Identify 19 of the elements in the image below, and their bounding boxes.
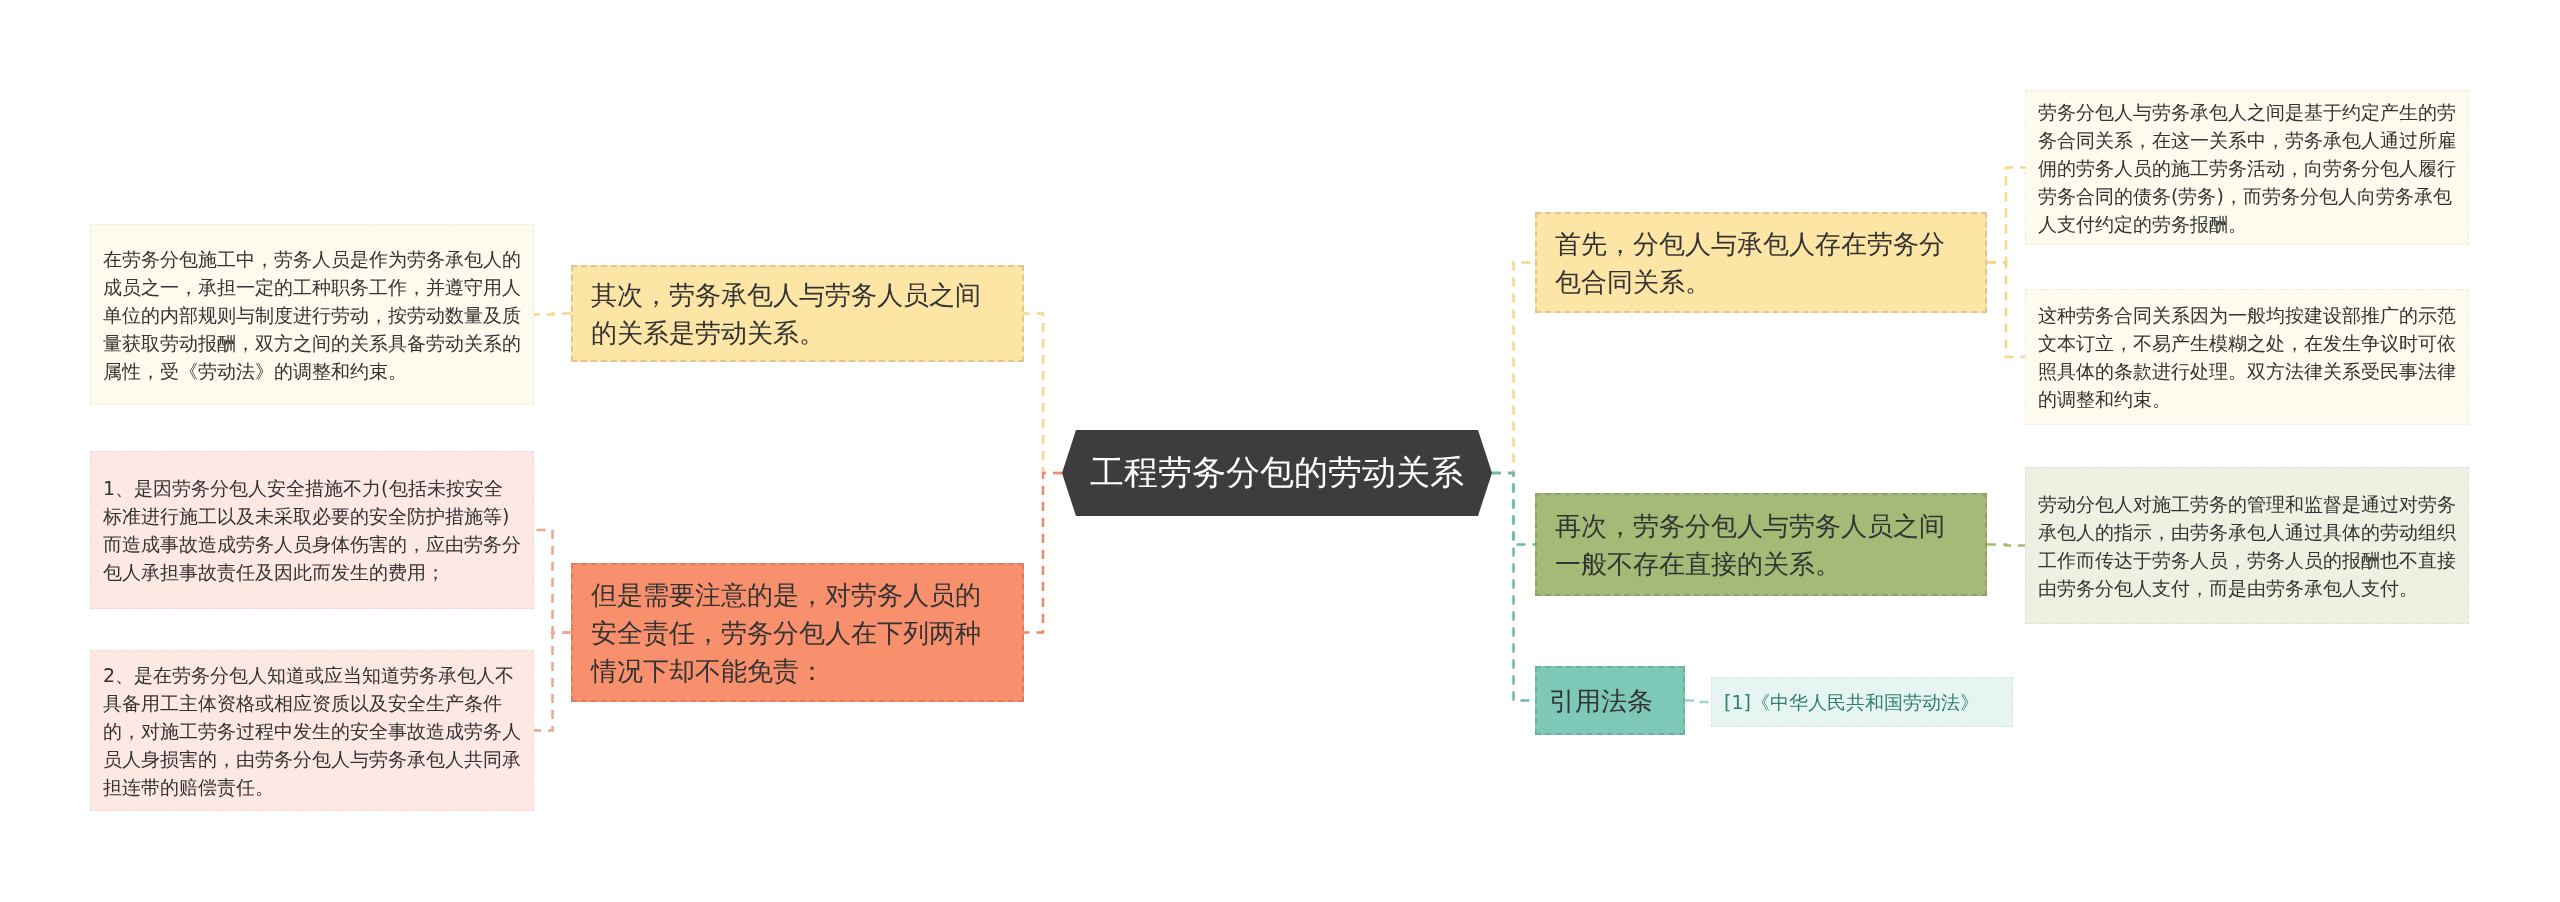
- connector: [1987, 261, 2025, 359]
- note-box: 1、是因劳务分包人安全措施不力(包括未按安全标准进行施工以及未采取必要的安全防护措施等)而造成事故造成劳务人员身体伤害的，应由劳务分包人承担事故责任及因此而发生的费用；: [90, 451, 534, 609]
- topic-box: 首先，分包人与承包人存在劳务分包合同关系。: [1535, 212, 1987, 313]
- note-box: 2、是在劳务分包人知道或应当知道劳务承包人不具备用工主体资格或相应资质以及安全生产条件的，对施工劳务过程中发生的安全事故造成劳务人员人身损害的，由劳务分包人与劳务承包人共同承担连带的赔偿责任。: [90, 650, 534, 811]
- connector: [1987, 543, 2025, 547]
- central-topic: 工程劳务分包的劳动关系: [1062, 430, 1492, 516]
- connector: [534, 631, 571, 732]
- note-box: 在劳务分包施工中，劳务人员是作为劳务承包人的成员之一，承担一定的工种职务工作，并遵守用人单位的内部规则与制度进行劳动，按劳动数量及质量获取劳动报酬，双方之间的关系具备劳动关系的属性，受《劳动法》的调整和约束。: [90, 224, 534, 405]
- note-box: 劳动分包人对施工劳务的管理和监督是通过对劳务承包人的指示，由劳务承包人通过具体的劳动组织工作而传达于劳务人员，劳务人员的报酬也不直接由劳务分包人支付，而是由劳务承包人支付。: [2025, 467, 2469, 624]
- topic-box: 但是需要注意的是，对劳务人员的安全责任，劳务分包人在下列两种情况下却不能免责：: [571, 563, 1024, 702]
- note-box: 劳务分包人与劳务承包人之间是基于约定产生的劳务合同关系，在这一关系中，劳务承包人通过所雇佣的劳务人员的施工劳务活动，向劳务分包人履行劳务合同的债务(劳务)，而劳务分包人向劳务承包人支付约定的劳务报酬。: [2025, 90, 2469, 245]
- topic-box: 其次，劳务承包人与劳务人员之间的关系是劳动关系。: [571, 265, 1024, 362]
- note-box: 这种劳务合同关系因为一般均按建设部推广的示范文本订立，不易产生模糊之处，在发生争议时可依照具体的条款进行处理。双方法律关系受民事法律的调整和约束。: [2025, 289, 2469, 425]
- connector: [534, 312, 571, 316]
- topic-box: 再次，劳务分包人与劳务人员之间一般不存在直接的关系。: [1535, 493, 1987, 596]
- connector: [1024, 471, 1062, 634]
- note-box: [1]《中华人民共和国劳动法》: [1711, 677, 2013, 727]
- topic-box: 引用法条: [1535, 666, 1685, 735]
- connector: [1685, 699, 1711, 704]
